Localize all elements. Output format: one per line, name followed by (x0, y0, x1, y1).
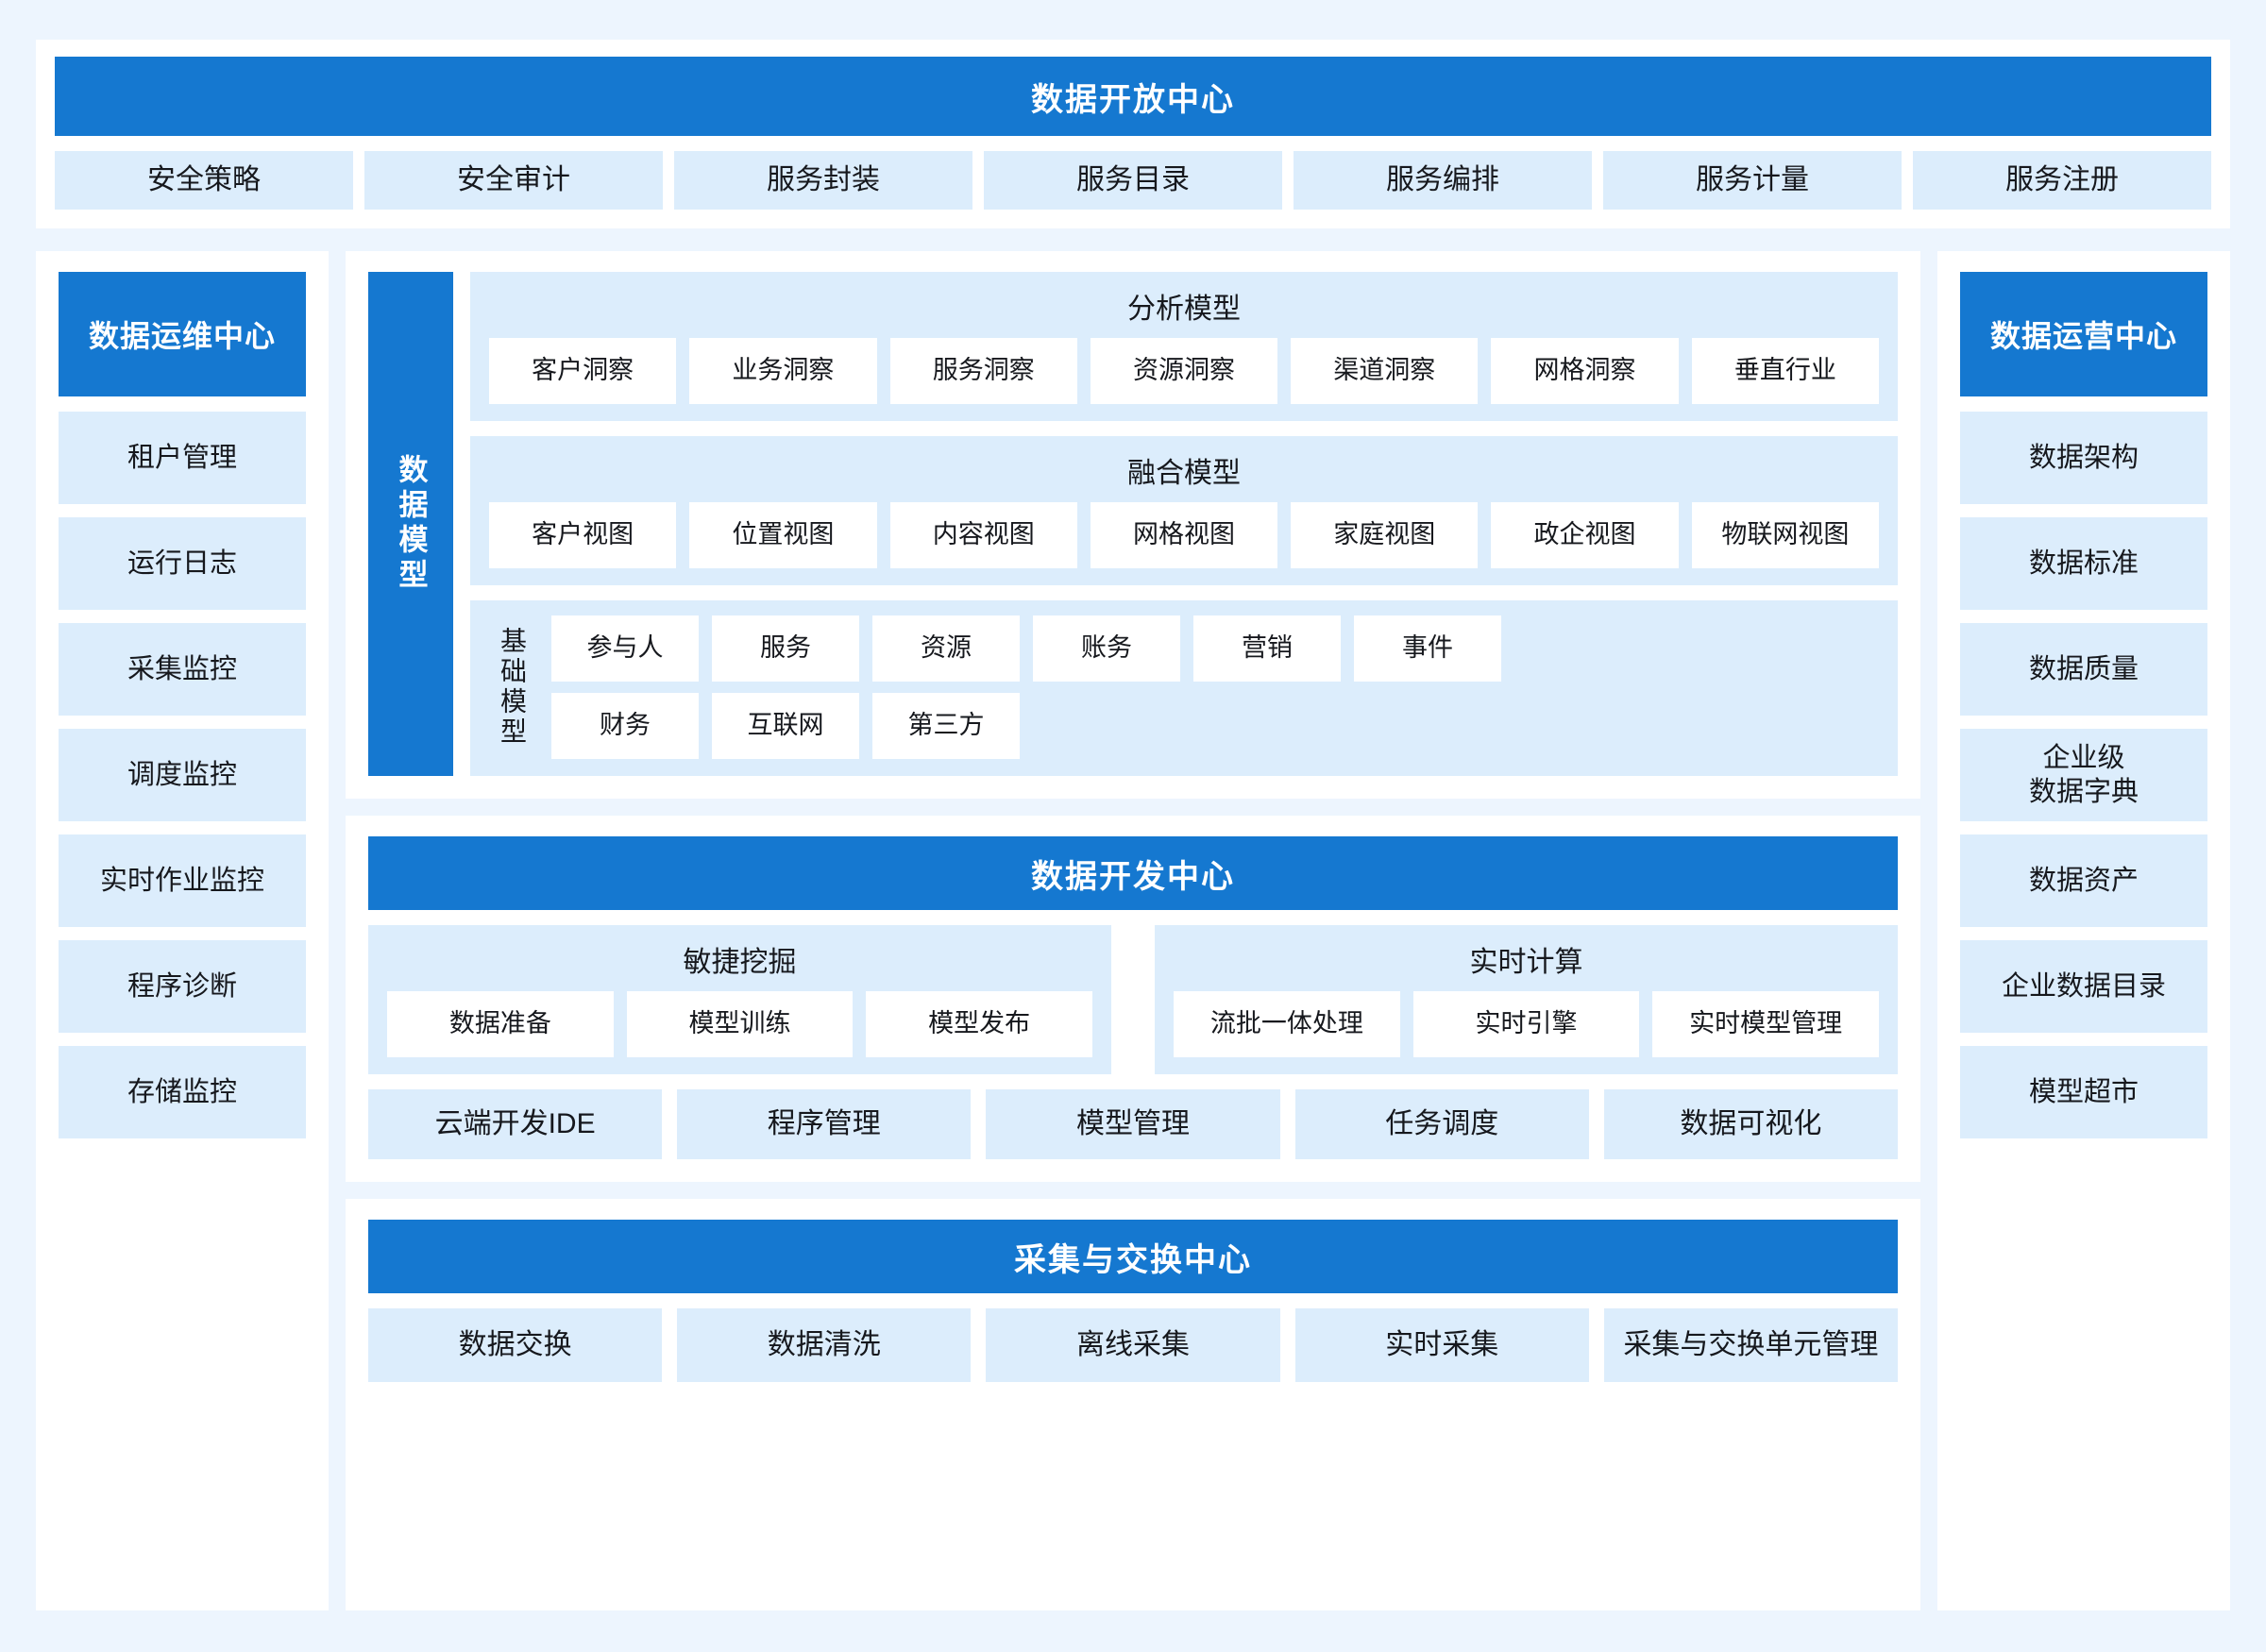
data-model-vertical-label: 数据模型 (368, 272, 453, 776)
collect-center-item-offline-collection[interactable]: 离线采集 (986, 1308, 1280, 1382)
data-model-panel: 数据模型 分析模型 客户洞察 业务洞察 服务洞察 资源洞察 渠道洞察 网格洞察 … (346, 251, 1920, 799)
dev-center-groups: 敏捷挖掘 数据准备 模型训练 模型发布 实时计算 流批一体处理 实时引擎 实时模… (368, 925, 1898, 1074)
fusion-model-item[interactable]: 网格视图 (1090, 502, 1278, 568)
basic-model-item[interactable]: 参与人 (551, 615, 699, 682)
sidebar-item-run-log[interactable]: 运行日志 (59, 517, 306, 610)
analysis-model-item[interactable]: 垂直行业 (1691, 338, 1879, 404)
ops-center-items: 租户管理 运行日志 采集监控 调度监控 实时作业监控 程序诊断 存储监控 (59, 412, 306, 1138)
fusion-model-item[interactable]: 位置视图 (689, 502, 877, 568)
analysis-model-item[interactable]: 资源洞察 (1090, 338, 1278, 404)
dev-center-item-model-management[interactable]: 模型管理 (986, 1089, 1280, 1159)
ops-center-panel: 数据运维中心 租户管理 运行日志 采集监控 调度监控 实时作业监控 程序诊断 存… (36, 251, 329, 1610)
operation-center-panel: 数据运营中心 数据架构 数据标准 数据质量 企业级 数据字典 数据资产 企业数据… (1937, 251, 2230, 1610)
basic-model-row: 参与人 服务 资源 账务 营销 事件 (551, 615, 1879, 682)
analysis-model-item[interactable]: 业务洞察 (689, 338, 877, 404)
fusion-model-group: 融合模型 客户视图 位置视图 内容视图 网格视图 家庭视图 政企视图 物联网视图 (470, 436, 1898, 585)
collect-center-panel: 采集与交换中心 数据交换 数据清洗 离线采集 实时采集 采集与交换单元管理 (346, 1199, 1920, 1610)
basic-model-item[interactable]: 事件 (1354, 615, 1501, 682)
sidebar-item-data-asset[interactable]: 数据资产 (1960, 834, 2207, 927)
fusion-model-item[interactable]: 内容视图 (889, 502, 1077, 568)
basic-model-vertical-label: 基础模型 (498, 627, 527, 748)
open-center-item[interactable]: 服务编排 (1294, 151, 1592, 210)
fusion-model-item[interactable]: 物联网视图 (1691, 502, 1879, 568)
dev-center-item-task-scheduling[interactable]: 任务调度 (1294, 1089, 1589, 1159)
open-center-title: 数据开放中心 (55, 57, 2211, 136)
dev-center-item-program-management[interactable]: 程序管理 (677, 1089, 972, 1159)
ops-center-title: 数据运维中心 (59, 272, 306, 396)
data-model-groups: 分析模型 客户洞察 业务洞察 服务洞察 资源洞察 渠道洞察 网格洞察 垂直行业 … (470, 272, 1898, 776)
open-center-item[interactable]: 安全策略 (55, 151, 353, 210)
dev-center-item-cloud-ide[interactable]: 云端开发IDE (368, 1089, 663, 1159)
analysis-model-group: 分析模型 客户洞察 业务洞察 服务洞察 资源洞察 渠道洞察 网格洞察 垂直行业 (470, 272, 1898, 421)
center-column: 数据模型 分析模型 客户洞察 业务洞察 服务洞察 资源洞察 渠道洞察 网格洞察 … (346, 251, 1920, 1610)
operation-center-items: 数据架构 数据标准 数据质量 企业级 数据字典 数据资产 企业数据目录 模型超市 (1960, 412, 2207, 1138)
dev-center-panel: 数据开发中心 敏捷挖掘 数据准备 模型训练 模型发布 实时计算 流批一体处 (346, 816, 1920, 1182)
dev-center-item-data-visualization[interactable]: 数据可视化 (1603, 1089, 1899, 1159)
agile-mining-title: 敏捷挖掘 (683, 947, 797, 978)
collect-center-item-data-cleaning[interactable]: 数据清洗 (677, 1308, 972, 1382)
collect-center-item-realtime-collection[interactable]: 实时采集 (1294, 1308, 1589, 1382)
realtime-compute-title: 实时计算 (1469, 947, 1583, 978)
agile-mining-items: 数据准备 模型训练 模型发布 (387, 991, 1093, 1057)
analysis-model-item[interactable]: 网格洞察 (1491, 338, 1679, 404)
basic-model-item[interactable]: 营销 (1193, 615, 1341, 682)
basic-model-items: 参与人 服务 资源 账务 营销 事件 财务 互联网 第三方 (551, 615, 1879, 759)
sidebar-item-storage-monitor[interactable]: 存储监控 (59, 1046, 306, 1138)
collect-center-title: 采集与交换中心 (368, 1220, 1898, 1293)
open-center-item[interactable]: 服务计量 (1603, 151, 1902, 210)
realtime-compute-item[interactable]: 实时模型管理 (1652, 991, 1880, 1057)
sidebar-item-realtime-job-monitor[interactable]: 实时作业监控 (59, 834, 306, 927)
open-center-item[interactable]: 服务注册 (1913, 151, 2211, 210)
analysis-model-item[interactable]: 渠道洞察 (1291, 338, 1479, 404)
agile-mining-item[interactable]: 模型发布 (866, 991, 1093, 1057)
open-center-item[interactable]: 服务封装 (674, 151, 972, 210)
collect-center-items: 数据交换 数据清洗 离线采集 实时采集 采集与交换单元管理 (368, 1308, 1899, 1382)
sidebar-item-enterprise-data-catalog[interactable]: 企业数据目录 (1960, 940, 2207, 1033)
sidebar-item-data-standard[interactable]: 数据标准 (1960, 517, 2207, 610)
open-center-item[interactable]: 安全审计 (364, 151, 663, 210)
realtime-compute-item[interactable]: 流批一体处理 (1174, 991, 1400, 1057)
sidebar-item-collection-monitor[interactable]: 采集监控 (59, 623, 306, 716)
realtime-compute-items: 流批一体处理 实时引擎 实时模型管理 (1174, 991, 1880, 1057)
collect-center-item-data-exchange[interactable]: 数据交换 (368, 1308, 663, 1382)
open-center-items: 安全策略 安全审计 服务封装 服务目录 服务编排 服务计量 服务注册 (55, 151, 2211, 210)
sidebar-item-enterprise-data-dictionary[interactable]: 企业级 数据字典 (1960, 729, 2207, 821)
sidebar-item-schedule-monitor[interactable]: 调度监控 (59, 729, 306, 821)
dev-center-title: 数据开发中心 (368, 836, 1898, 910)
open-center-item[interactable]: 服务目录 (984, 151, 1282, 210)
basic-model-item[interactable]: 第三方 (872, 693, 1020, 759)
basic-model-item[interactable]: 互联网 (712, 693, 859, 759)
sidebar-item-program-diagnosis[interactable]: 程序诊断 (59, 940, 306, 1033)
sidebar-item-model-market[interactable]: 模型超市 (1960, 1046, 2207, 1138)
fusion-model-item[interactable]: 客户视图 (489, 502, 677, 568)
fusion-model-item[interactable]: 政企视图 (1491, 502, 1679, 568)
fusion-model-title: 融合模型 (1127, 458, 1241, 489)
dev-center-bottom-items: 云端开发IDE 程序管理 模型管理 任务调度 数据可视化 (368, 1089, 1899, 1159)
fusion-model-item[interactable]: 家庭视图 (1291, 502, 1479, 568)
basic-model-item[interactable]: 服务 (712, 615, 859, 682)
sidebar-item-data-quality[interactable]: 数据质量 (1960, 623, 2207, 716)
basic-model-group: 基础模型 参与人 服务 资源 账务 营销 事件 财务 (470, 600, 1898, 776)
collect-center-item-unit-management[interactable]: 采集与交换单元管理 (1603, 1308, 1899, 1382)
open-center-panel: 数据开放中心 安全策略 安全审计 服务封装 服务目录 服务编排 服务计量 服务注… (36, 40, 2230, 228)
realtime-compute-group: 实时计算 流批一体处理 实时引擎 实时模型管理 (1155, 925, 1898, 1074)
realtime-compute-item[interactable]: 实时引擎 (1412, 991, 1640, 1057)
main-body: 数据运维中心 租户管理 运行日志 采集监控 调度监控 实时作业监控 程序诊断 存… (36, 251, 2230, 1610)
agile-mining-item[interactable]: 模型训练 (626, 991, 854, 1057)
analysis-model-item[interactable]: 服务洞察 (889, 338, 1077, 404)
agile-mining-item[interactable]: 数据准备 (387, 991, 614, 1057)
agile-mining-group: 敏捷挖掘 数据准备 模型训练 模型发布 (368, 925, 1111, 1074)
analysis-model-title: 分析模型 (1127, 294, 1241, 325)
sidebar-item-tenant-management[interactable]: 租户管理 (59, 412, 306, 504)
basic-model-row: 财务 互联网 第三方 (551, 693, 1879, 759)
analysis-model-item[interactable]: 客户洞察 (489, 338, 677, 404)
basic-model-item[interactable]: 账务 (1033, 615, 1180, 682)
operation-center-title: 数据运营中心 (1960, 272, 2207, 396)
basic-model-item[interactable]: 财务 (551, 693, 699, 759)
fusion-model-items: 客户视图 位置视图 内容视图 网格视图 家庭视图 政企视图 物联网视图 (489, 502, 1879, 568)
analysis-model-items: 客户洞察 业务洞察 服务洞察 资源洞察 渠道洞察 网格洞察 垂直行业 (489, 338, 1879, 404)
sidebar-item-data-architecture[interactable]: 数据架构 (1960, 412, 2207, 504)
basic-model-item[interactable]: 资源 (872, 615, 1020, 682)
